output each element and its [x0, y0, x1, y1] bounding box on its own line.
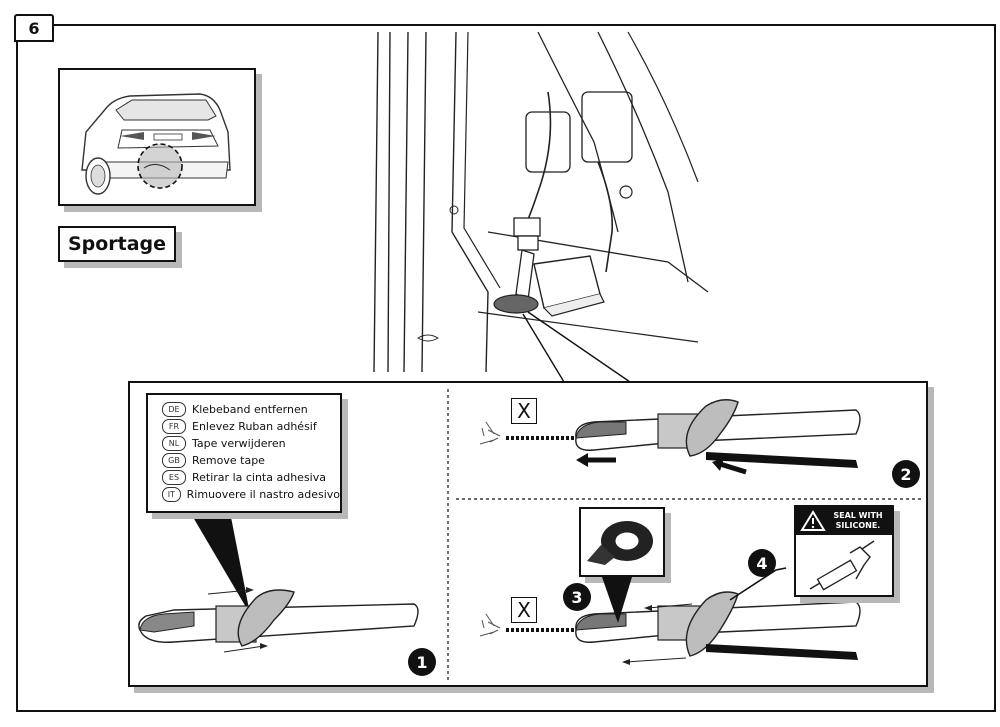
lang-code: IT: [162, 487, 181, 502]
step-marker-4: 4: [748, 549, 776, 577]
instruction-text: Tape verwijderen: [192, 437, 286, 450]
lang-code: GB: [162, 453, 186, 468]
step-marker-1: 1: [408, 648, 436, 676]
model-name: Sportage: [67, 233, 167, 255]
lang-code: DE: [162, 402, 186, 417]
silicone-warning-box: SEAL WITH SILICONE.: [794, 505, 894, 597]
instruction-es: ES Retirar la cinta adhesiva: [162, 469, 340, 486]
instruction-text: Retirar la cinta adhesiva: [192, 471, 326, 484]
wrong-marker-bottom: X: [511, 597, 537, 623]
tape-roll-icon: [587, 521, 653, 565]
instruction-it: IT Rimuovere il nastro adesivo: [162, 486, 340, 503]
wrong-marker-top: X: [511, 398, 537, 424]
instruction-nl: NL Tape verwijderen: [162, 435, 340, 452]
caulking-gun-icon: [809, 540, 875, 591]
wrong-mark: X: [517, 399, 531, 423]
wrong-mark: X: [517, 598, 531, 622]
step-number: 6: [28, 18, 40, 38]
step-marker-number: 3: [571, 587, 583, 607]
instruction-text: Klebeband entfernen: [192, 403, 308, 416]
panel-dividers: [447, 389, 924, 683]
car-rear-illustration: [81, 93, 231, 195]
lang-code: FR: [162, 419, 186, 434]
instruction-de: DE Klebeband entfernen: [162, 401, 340, 418]
instruction-text: Rimuovere il nastro adesivo: [186, 488, 340, 501]
model-label: Sportage: [58, 226, 176, 262]
instruction-text: Remove tape: [192, 454, 265, 467]
step-marker-number: 2: [900, 464, 912, 484]
step-marker-3: 3: [563, 583, 591, 611]
car-thumbnail: [58, 68, 256, 206]
warning-line2: SILICONE.: [835, 521, 881, 530]
step-marker-number: 4: [756, 553, 768, 573]
lang-code: NL: [162, 436, 186, 451]
warning-line1: SEAL WITH: [833, 511, 883, 520]
instruction-gb: GB Remove tape: [162, 452, 340, 469]
tape-roll-box: [579, 507, 665, 577]
tape-pointer: [602, 577, 632, 623]
step2-cable-illustration: [479, 399, 861, 475]
lang-code: ES: [162, 470, 186, 485]
step3-cable-illustration: [479, 591, 861, 665]
instruction-text: Enlevez Ruban adhésif: [192, 420, 317, 433]
step-marker-2: 2: [892, 460, 920, 488]
instruction-fr: FR Enlevez Ruban adhésif: [162, 418, 340, 435]
warning-header: SEAL WITH SILICONE.: [796, 507, 892, 535]
trunk-interior-illustration: [373, 31, 709, 383]
step-number-tab: 6: [14, 14, 54, 42]
warning-triangle-icon: [800, 510, 826, 531]
warning-text: SEAL WITH SILICONE.: [826, 511, 890, 531]
silicone-pointer: [729, 567, 787, 601]
step1-cable-illustration: [138, 587, 419, 653]
remove-tape-instructions: DE Klebeband entfernen FR Enlevez Ruban ad…: [146, 393, 342, 513]
step-marker-number: 1: [416, 652, 428, 672]
callout-pointer: [190, 512, 250, 614]
